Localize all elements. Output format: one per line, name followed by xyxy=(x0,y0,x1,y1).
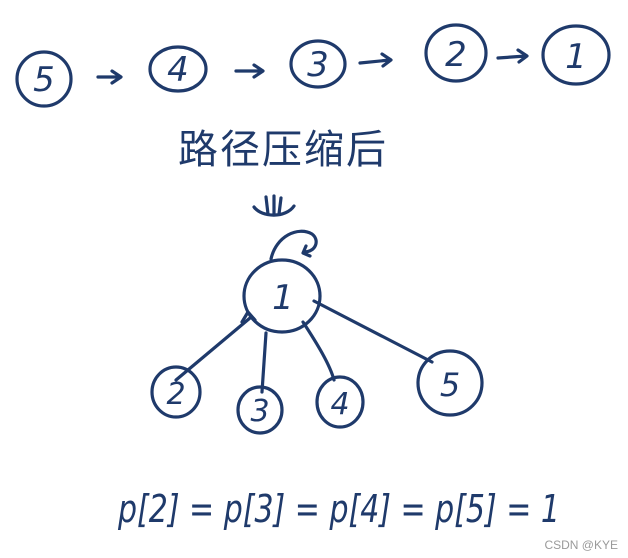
chain-node-label: 2 xyxy=(445,35,467,75)
tree-edge xyxy=(301,320,336,382)
caption: 路径压缩后 xyxy=(178,127,388,173)
chain-node-3: 3 xyxy=(289,39,347,89)
tree-edge xyxy=(312,299,434,364)
tree-child-node: 5 xyxy=(416,349,484,417)
watermark: CSDN @KYE xyxy=(544,538,618,552)
tree-root-node: 1 xyxy=(242,258,322,334)
tree-node-label: 2 xyxy=(166,377,185,412)
tree-node-label: 5 xyxy=(440,366,460,404)
chain: 5 4 3 2 1 xyxy=(15,23,611,108)
tree: 1 2 3 4 5 xyxy=(150,229,484,435)
tree-node-label: 1 xyxy=(272,278,294,318)
chain-node-5: 5 xyxy=(15,50,73,108)
tree-child-node: 2 xyxy=(150,365,202,419)
chain-arrow xyxy=(234,63,265,79)
chain-arrow xyxy=(358,52,393,68)
down-arrow-icon xyxy=(252,194,296,217)
tree-node-label: 3 xyxy=(250,394,269,429)
chain-node-4: 4 xyxy=(148,45,208,93)
tree-child-node: 3 xyxy=(236,385,284,435)
tree-child-node: 4 xyxy=(315,375,365,429)
self-loop-arrow xyxy=(269,229,318,261)
chain-arrow xyxy=(496,48,529,64)
chain-arrow xyxy=(96,69,123,85)
chain-node-label: 1 xyxy=(565,37,587,77)
chain-node-label: 4 xyxy=(167,50,189,90)
tree-edge xyxy=(260,331,268,394)
chain-node-label: 5 xyxy=(33,60,55,100)
chain-node-1: 1 xyxy=(541,24,611,86)
chain-node-label: 3 xyxy=(307,45,329,85)
tree-node-label: 4 xyxy=(330,387,349,422)
formula: p[2] = p[3] = p[4] = p[5] = 1 xyxy=(117,487,560,531)
chain-node-2: 2 xyxy=(424,23,488,83)
